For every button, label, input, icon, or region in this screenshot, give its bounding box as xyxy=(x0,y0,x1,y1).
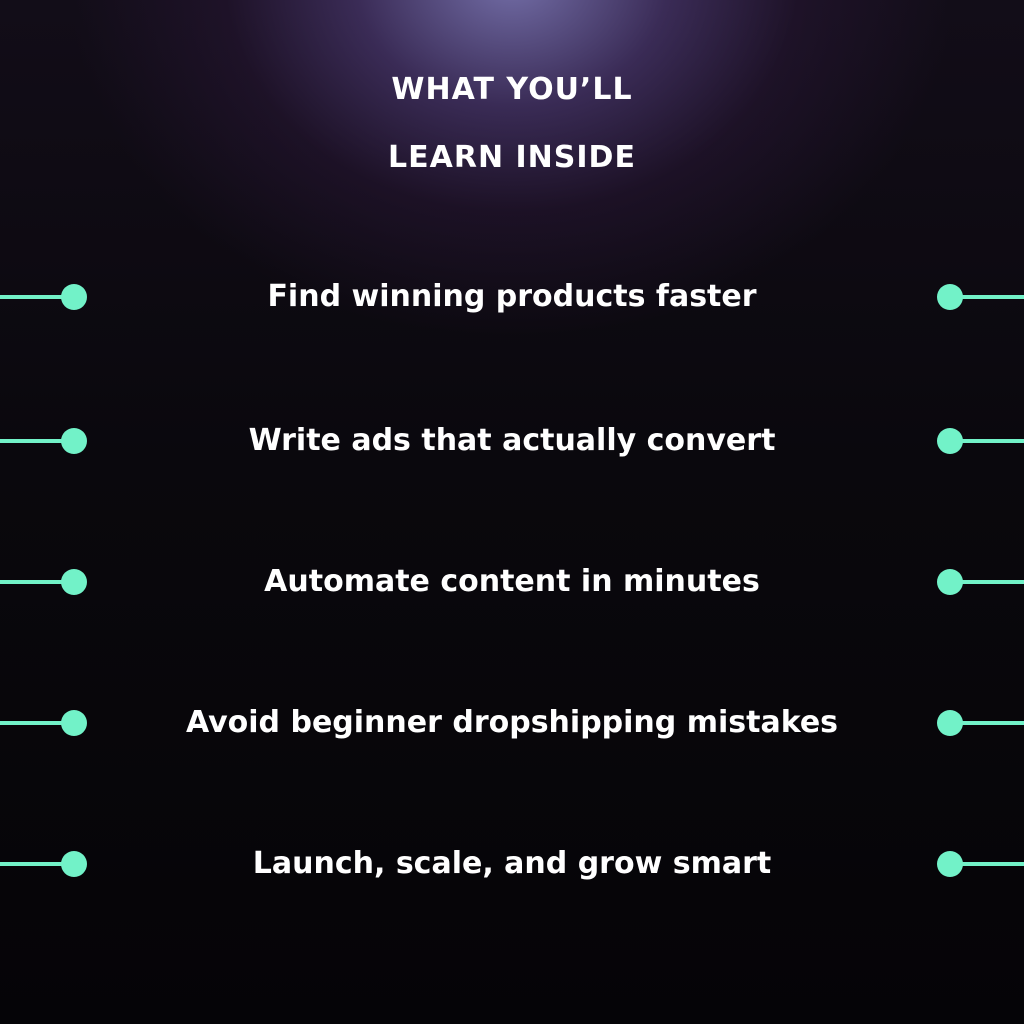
list-item: Automate content in minutes xyxy=(0,562,1024,602)
list-item: Find winning products faster xyxy=(0,277,1024,317)
bullet-dot-left-icon xyxy=(61,284,87,310)
connector-line-left xyxy=(0,862,68,866)
title-line-1: WHAT YOU’LL xyxy=(391,72,633,107)
list-item-label: Find winning products faster xyxy=(267,279,757,314)
connector-line-left xyxy=(0,721,68,725)
connector-line-left xyxy=(0,295,68,299)
connector-line-right xyxy=(956,721,1024,725)
list-item-label: Avoid beginner dropshipping mistakes xyxy=(185,705,839,740)
connector-line-right xyxy=(956,580,1024,584)
bullet-dot-left-icon xyxy=(61,710,87,736)
title-line-2: LEARN INSIDE xyxy=(388,140,636,175)
connector-line-left xyxy=(0,580,68,584)
list-item: Avoid beginner dropshipping mistakes xyxy=(0,703,1024,743)
bullet-dot-left-icon xyxy=(61,428,87,454)
connector-line-right xyxy=(956,862,1024,866)
list-item-label: Write ads that actually convert xyxy=(248,423,776,458)
connector-line-left xyxy=(0,439,68,443)
list-item-label: Automate content in minutes xyxy=(264,564,760,599)
bullet-dot-left-icon xyxy=(61,851,87,877)
page-title: WHAT YOU’LL LEARN INSIDE xyxy=(0,56,1024,192)
list-item-label: Launch, scale, and grow smart xyxy=(252,846,772,881)
bullet-dot-left-icon xyxy=(61,569,87,595)
list-item: Write ads that actually convert xyxy=(0,421,1024,461)
connector-line-right xyxy=(956,439,1024,443)
list-item: Launch, scale, and grow smart xyxy=(0,844,1024,884)
connector-line-right xyxy=(956,295,1024,299)
